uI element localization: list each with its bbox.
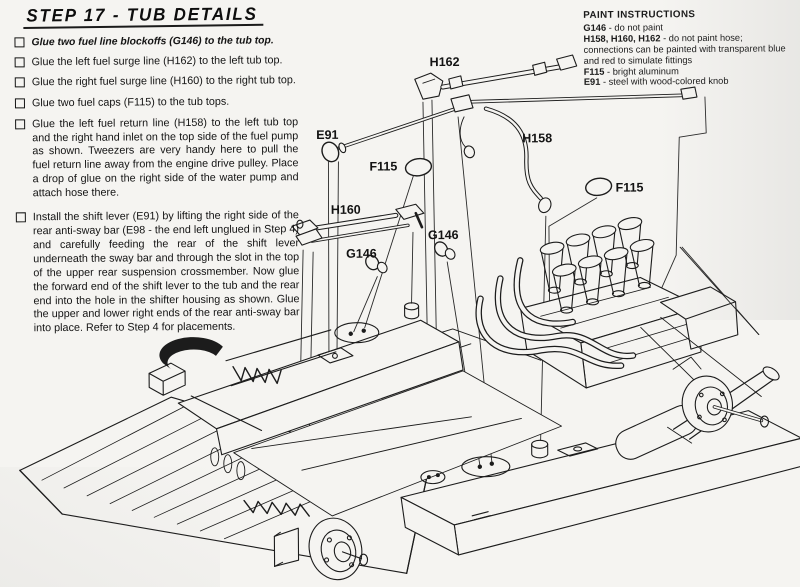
part-label-f115-right: F115	[616, 180, 644, 194]
checklist-item: Install the shift lever (E91) by lifting…	[14, 209, 315, 337]
rear-brake-disc	[667, 356, 770, 444]
part-code: G146	[583, 22, 607, 33]
part-g146-right	[433, 241, 456, 260]
checklist-item-text: Glue the left fuel surge line (H162) to …	[31, 54, 283, 69]
paint-instructions: PAINT INSTRUCTIONS G146 - do not paint H…	[583, 9, 790, 88]
part-g146-left	[365, 254, 388, 274]
checklist-item: Glue two fuel caps (F115) to the tub top…	[13, 95, 313, 111]
checklist-item-text: Glue the right fuel surge line (H160) to…	[31, 74, 296, 89]
part-label-g146-left: G146	[346, 247, 377, 261]
part-f115-right	[585, 177, 613, 197]
front-brake-disc	[273, 517, 369, 581]
part-e91	[321, 107, 457, 163]
checklist-item: Glue the right fuel surge line (H160) to…	[13, 74, 313, 90]
checkbox[interactable]	[14, 77, 25, 88]
checkbox[interactable]	[15, 118, 26, 130]
left-tub	[177, 302, 464, 456]
part-label-h162: H162	[430, 55, 460, 69]
checklist-item-text: Install the shift lever (E91) by lifting…	[32, 209, 300, 335]
velocity-stacks	[539, 217, 655, 314]
part-code: F115	[583, 66, 605, 77]
checkbox[interactable]	[14, 98, 25, 109]
part-label-g146-right: G146	[428, 228, 459, 242]
part-h162	[414, 54, 578, 100]
checklist-item-text: Glue two fuel caps (F115) to the tub top…	[31, 95, 230, 109]
part-f115-left	[404, 157, 433, 177]
checklist-item: Glue the left fuel return line (H158) to…	[13, 116, 314, 202]
cockpit-floor	[210, 328, 562, 517]
part-h158	[450, 86, 698, 214]
checklist-item-text: Glue the left fuel return line (H158) to…	[32, 115, 299, 200]
paint-note: - do not paint	[606, 22, 664, 33]
checkbox[interactable]	[14, 57, 25, 68]
checkbox[interactable]	[14, 36, 25, 47]
front-suspension	[148, 329, 337, 517]
checklist-item: Glue the left fuel surge line (H162) to …	[13, 54, 313, 70]
paint-note: - steel with wood-colored knob	[600, 76, 729, 88]
part-h160	[291, 203, 425, 246]
part-label-h158: H158	[522, 131, 552, 145]
paint-instructions-heading: PAINT INSTRUCTIONS	[583, 9, 696, 21]
part-code: H158, H160, H162	[583, 33, 661, 44]
part-label-f115-left: F115	[369, 159, 397, 173]
part-code: E91	[583, 77, 601, 88]
checklist-item: Glue two fuel line blockoffs (G146) to t…	[12, 34, 312, 50]
checkbox[interactable]	[15, 212, 26, 223]
part-label-e91: E91	[316, 128, 338, 142]
exhaust	[475, 257, 780, 460]
paint-instruction-item: H158, H160, H162 - do not paint hose; co…	[583, 32, 789, 66]
assembly-checklist: Glue two fuel line blockoffs (G146) to t…	[12, 27, 314, 337]
paint-instruction-item: E91 - steel with wood-colored knob	[584, 76, 790, 89]
part-label-h160: H160	[331, 203, 361, 217]
paint-note: - bright aluminum	[604, 65, 679, 77]
checklist-item-text: Glue two fuel line blockoffs (G146) to t…	[31, 34, 274, 48]
